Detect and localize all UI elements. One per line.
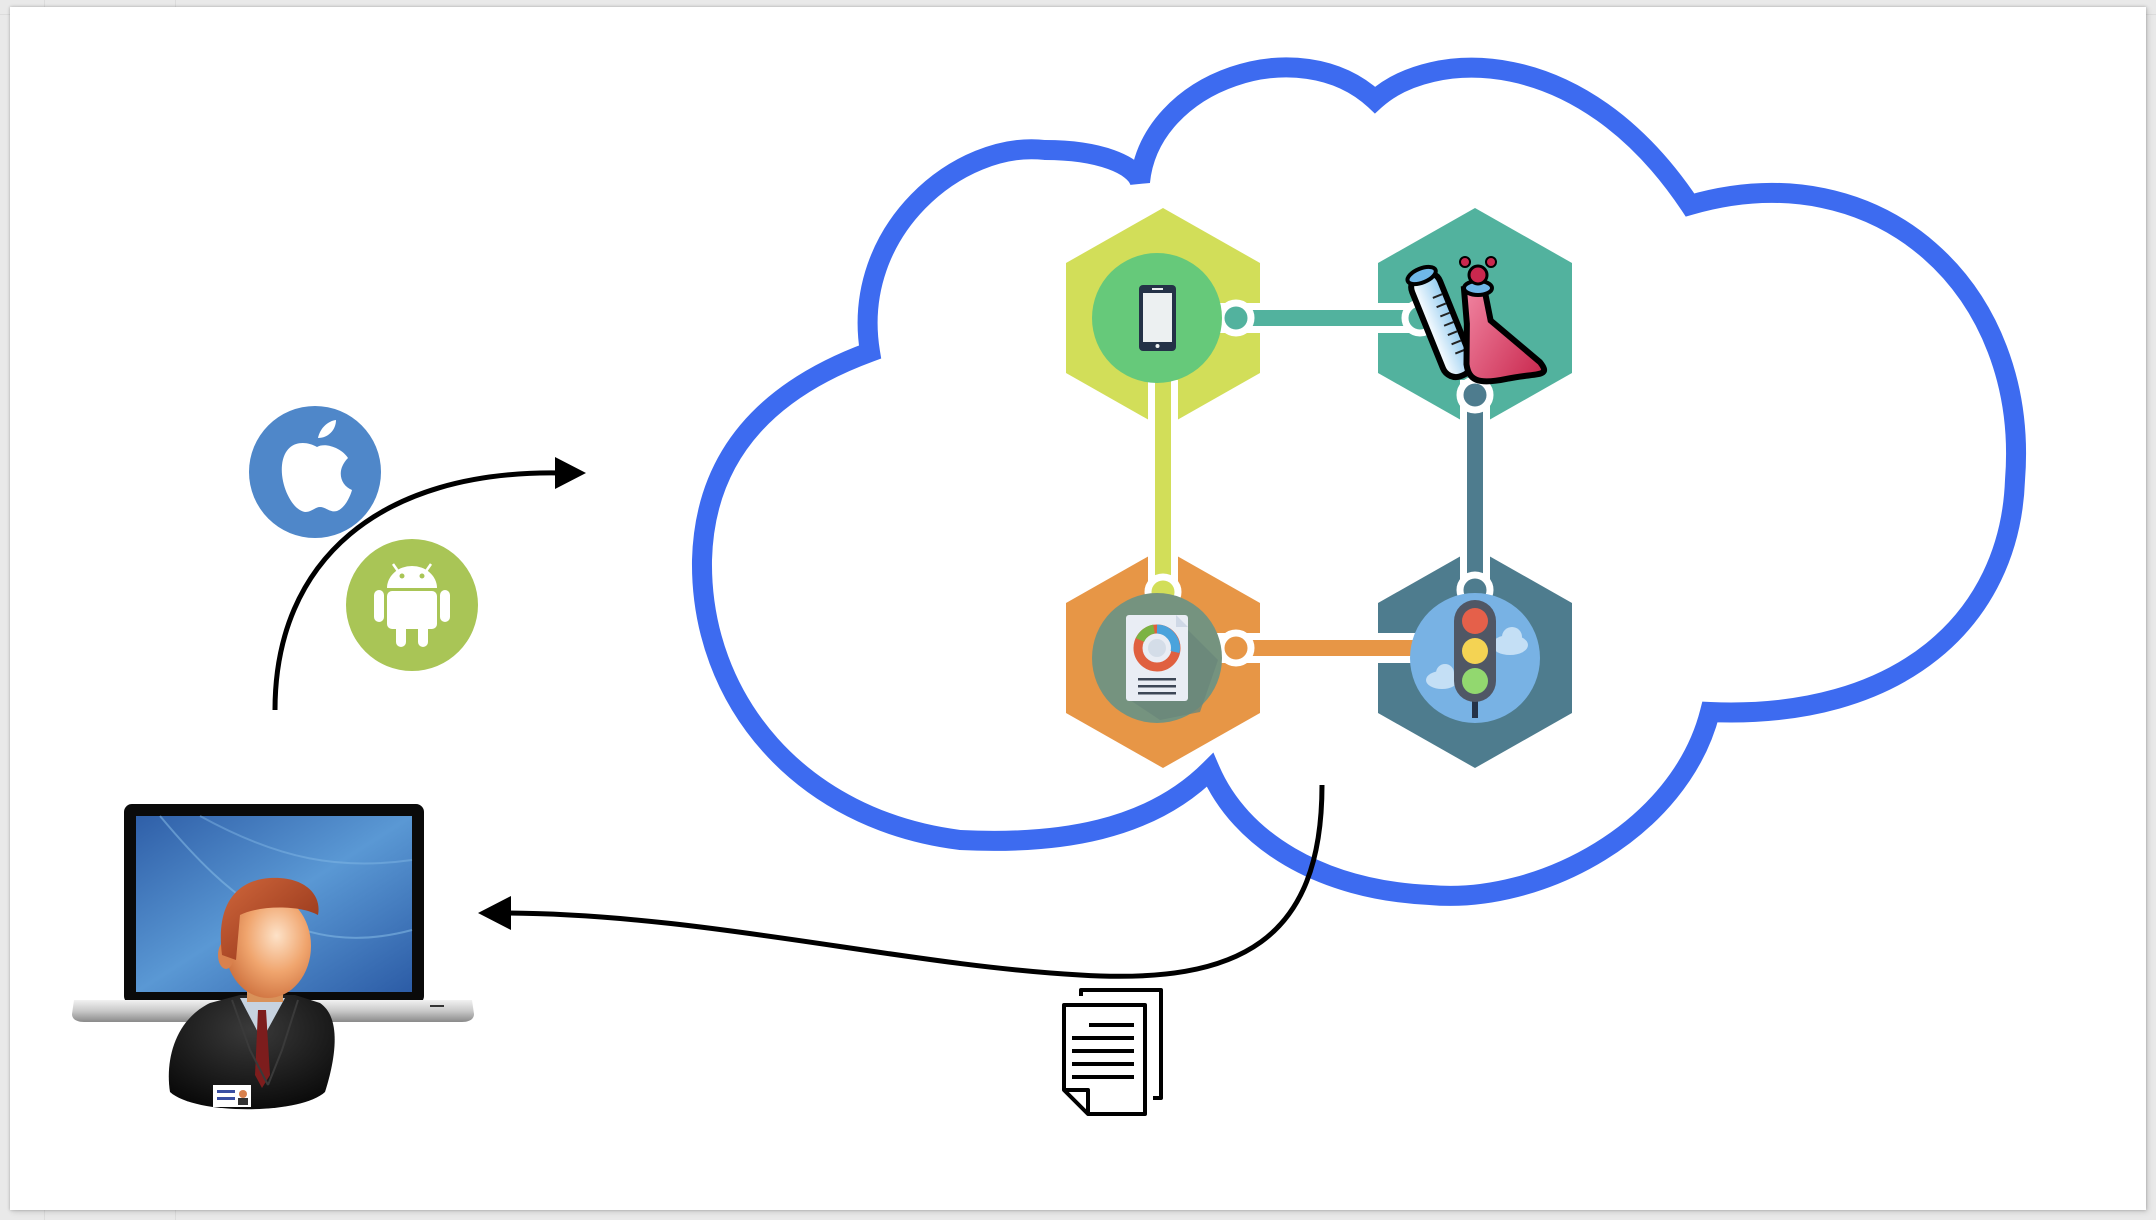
node-report[interactable]: [1092, 593, 1222, 723]
node-test[interactable]: [1405, 256, 1548, 385]
report-document-icon: [1126, 615, 1188, 701]
documents-icon: [1062, 988, 1163, 1116]
flow-return-arrow: [478, 784, 1325, 979]
arrowhead-left-icon: [478, 896, 511, 930]
flow-upload-arrow: [272, 457, 586, 711]
arrowhead-right-icon: [555, 457, 586, 489]
id-badge-icon: [213, 1085, 251, 1107]
node-device[interactable]: [1092, 253, 1222, 383]
platform-android: [346, 539, 478, 671]
platform-ios: [249, 406, 381, 538]
traffic-light-icon: [1454, 600, 1496, 718]
mobile-device-icon: [1139, 285, 1176, 351]
android-icon: [374, 563, 450, 647]
node-status[interactable]: [1410, 593, 1540, 723]
cloud-outline: [691, 57, 2027, 906]
lab-flask-icon: [1405, 256, 1548, 385]
apple-icon: [281, 420, 352, 512]
businessman-avatar-icon: [168, 877, 335, 1110]
cloud-decoration-icon: [1426, 627, 1528, 689]
